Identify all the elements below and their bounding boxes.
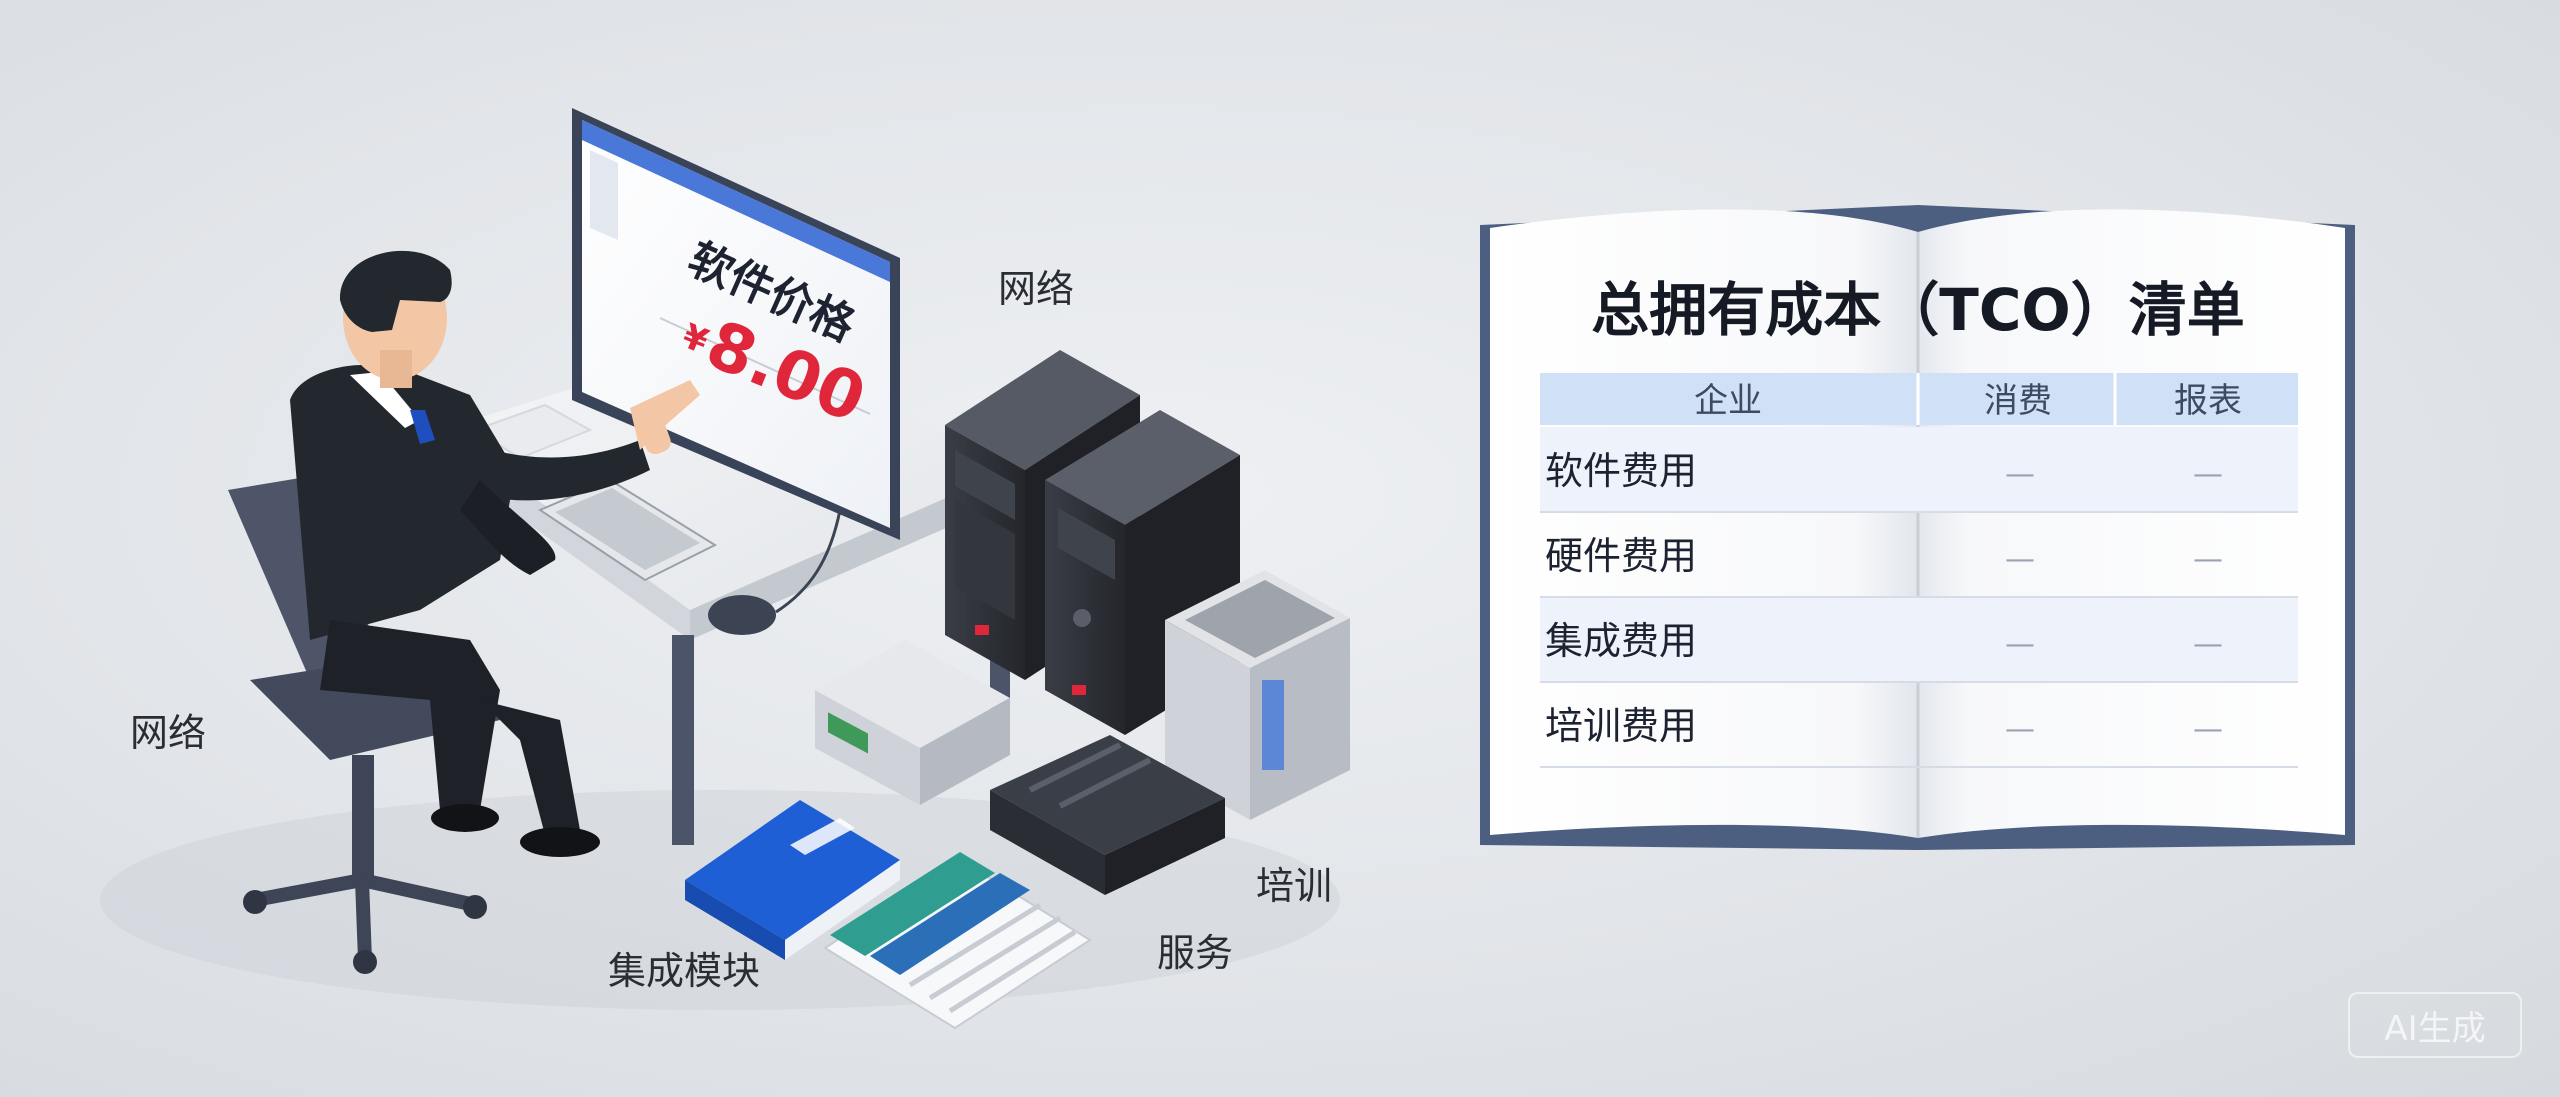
row-value: — (2005, 712, 2035, 747)
row-item-integration: 集成费用 (1545, 619, 1697, 663)
network-router (990, 735, 1225, 895)
row-item-software: 软件费用 (1545, 449, 1697, 493)
label-service: 服务 (1157, 931, 1234, 975)
row-value: — (2005, 627, 2035, 662)
storage-server (1165, 570, 1350, 820)
label-integration-module: 集成模块 (608, 949, 761, 993)
row-value: — (2193, 542, 2223, 577)
mouse (708, 509, 842, 635)
row-item-hardware: 硬件费用 (1545, 534, 1697, 578)
label-training: 培训 (1256, 864, 1333, 908)
row-value: — (2005, 457, 2035, 492)
col-header-report: 报表 (2174, 381, 2242, 421)
tco-title: 总拥有成本（TCO）清单 (1591, 276, 2244, 344)
tco-table (1540, 373, 2298, 768)
col-header-consumption: 消费 (1984, 381, 2052, 421)
col-header-enterprise: 企业 (1694, 381, 1762, 421)
ai-generated-watermark: AI生成 (2348, 992, 2522, 1058)
network-switch (815, 640, 1010, 805)
row-value: — (2193, 627, 2223, 662)
row-value: — (2193, 457, 2223, 492)
document-stack (823, 852, 1092, 1030)
label-network-top: 网络 (998, 267, 1075, 311)
row-value: — (2005, 542, 2035, 577)
row-item-training: 培训费用 (1545, 704, 1697, 748)
label-network-left: 网络 (130, 711, 207, 755)
row-value: — (2193, 712, 2223, 747)
blue-manual-book (685, 800, 900, 960)
businessman (290, 250, 700, 857)
